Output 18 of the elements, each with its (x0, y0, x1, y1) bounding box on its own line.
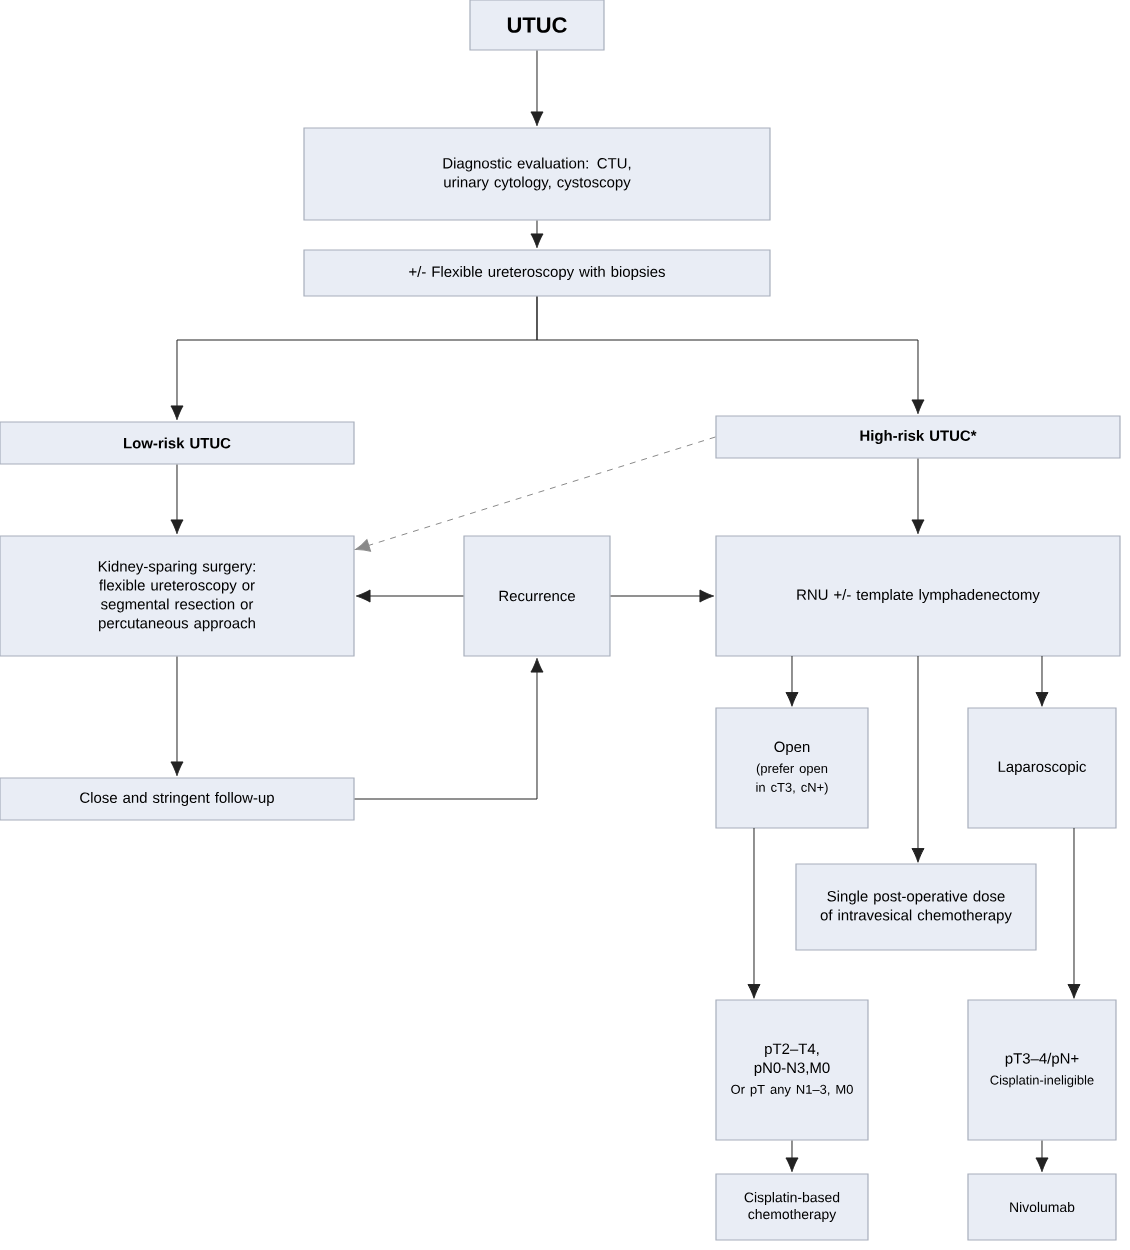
dashed-arrow (355, 436, 716, 552)
arrow (170, 464, 184, 535)
arrow (911, 458, 925, 535)
arrow (747, 827, 761, 999)
arrow (536, 296, 925, 415)
arrow (530, 50, 544, 127)
arrow (785, 1140, 799, 1173)
arrow (1035, 655, 1049, 707)
arrow (610, 589, 715, 603)
start-box: UTUC (469, 0, 605, 51)
arrow (530, 220, 544, 249)
arrow (170, 656, 184, 777)
arrow (1067, 827, 1081, 999)
arrow (354, 657, 544, 800)
arrow (911, 655, 925, 863)
arrow (1035, 1140, 1049, 1173)
arrow (785, 655, 799, 707)
arrow (355, 589, 464, 603)
